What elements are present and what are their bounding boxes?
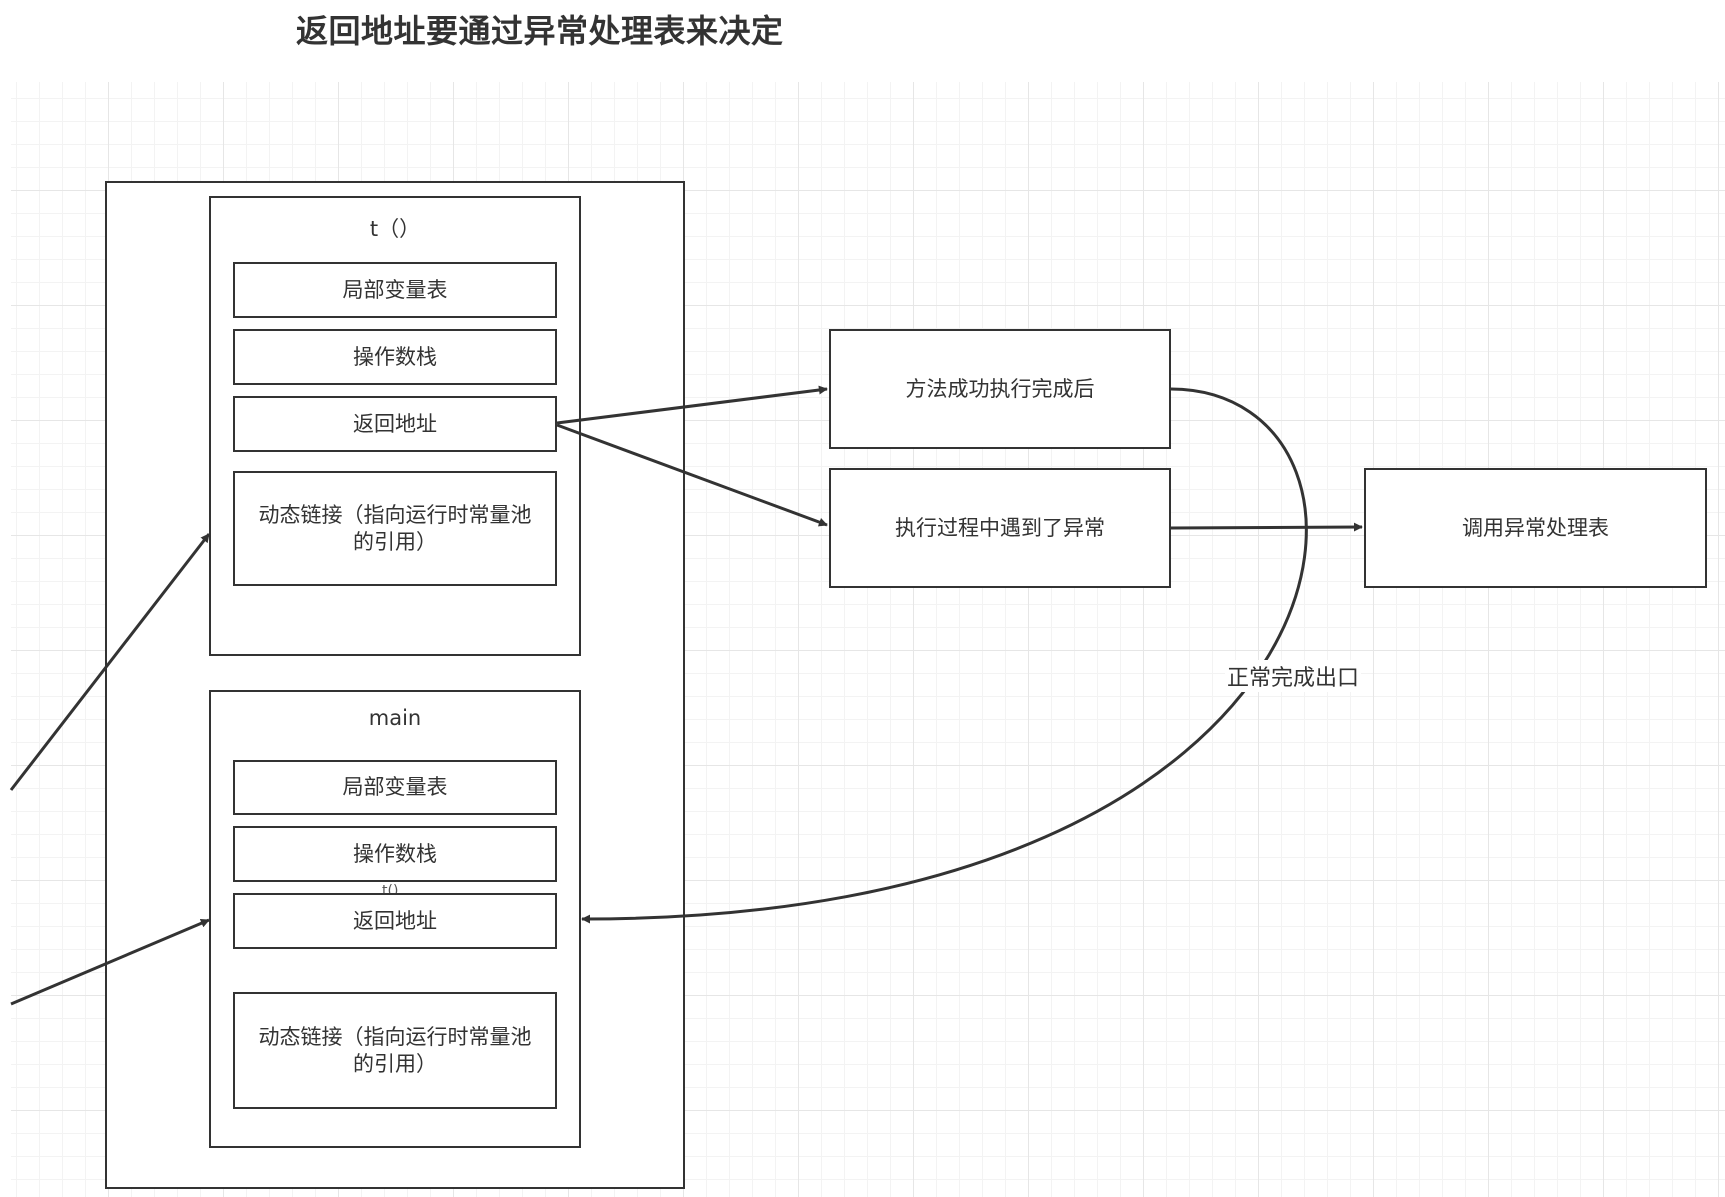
exception-node: 执行过程中遇到了异常 [829, 468, 1171, 588]
main-operand-stack: 操作数栈 [233, 826, 557, 882]
exception-node-label: 执行过程中遇到了异常 [895, 515, 1105, 540]
t-operand-stack-label: 操作数栈 [353, 344, 437, 369]
t-return-address-label: 返回地址 [353, 411, 437, 436]
exception-handler-node-label: 调用异常处理表 [1462, 515, 1609, 540]
t-local-variable-table-label: 局部变量表 [342, 277, 448, 302]
edge-exception-to-handler [1170, 522, 1363, 532]
main-local-variable-table-label: 局部变量表 [342, 775, 448, 799]
t-return-address: 返回地址 [233, 396, 557, 452]
edge-from-left-to-t-frame [9, 533, 211, 791]
edge-success-to-main-return [581, 387, 1308, 924]
edge-return-to-exception [556, 423, 828, 527]
page-title: 返回地址要通过异常处理表来决定 [296, 12, 784, 50]
t-operand-stack: 操作数栈 [233, 329, 557, 385]
success-node-label: 方法成功执行完成后 [905, 376, 1095, 401]
main-dynamic-linking: 动态链接（指向运行时常量池的引用） [233, 992, 557, 1109]
main-return-address-label: 返回地址 [353, 908, 437, 933]
main-local-variable-table: 局部变量表 [233, 760, 557, 815]
success-node: 方法成功执行完成后 [829, 329, 1171, 449]
normal-exit-label: 正常完成出口 [1225, 660, 1362, 692]
frame-title-main: main [368, 706, 422, 730]
main-operand-stack-label: 操作数栈 [353, 841, 437, 866]
exception-handler-node: 调用异常处理表 [1364, 468, 1707, 588]
t-local-variable-table: 局部变量表 [233, 262, 557, 318]
frame-title-t: t（） [369, 217, 421, 241]
t-dynamic-linking-label: 动态链接（指向运行时常量池的引用） [258, 502, 532, 554]
edge-from-left-to-main-frame [10, 918, 210, 1006]
edge-return-to-success [556, 385, 828, 425]
main-dynamic-linking-label: 动态链接（指向运行时常量池的引用） [258, 1024, 532, 1076]
t-dynamic-linking: 动态链接（指向运行时常量池的引用） [233, 471, 557, 586]
main-return-address: 返回地址 [233, 893, 557, 949]
